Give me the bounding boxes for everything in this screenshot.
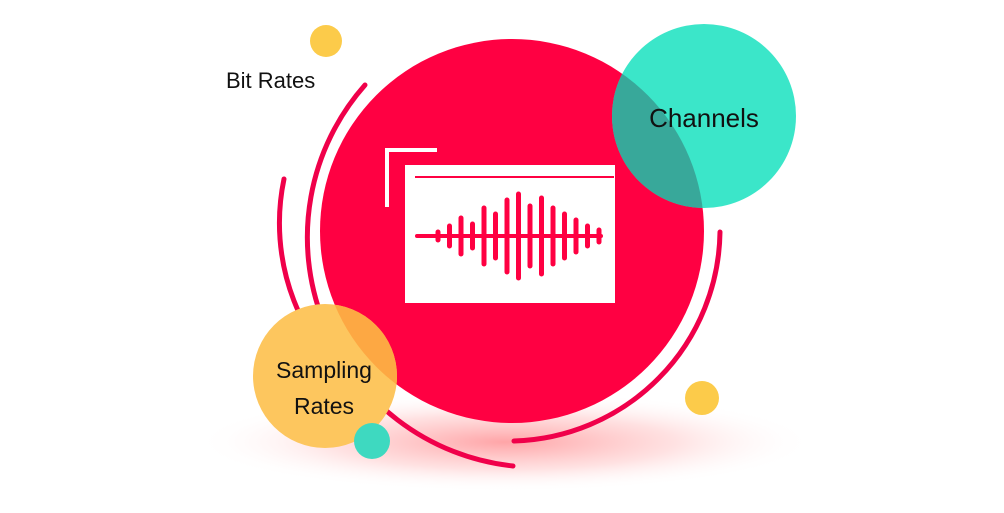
sampling-label-line1: Sampling — [276, 357, 372, 383]
bit-rates-label: Bit Rates — [226, 68, 316, 93]
yellow-dot-right — [685, 381, 719, 415]
sampling-label-line2: Rates — [293, 393, 355, 419]
waveform-icon — [415, 191, 603, 281]
yellow-dot-top — [310, 25, 342, 57]
channels-label: Channels — [649, 103, 759, 133]
audio-waveform-window-icon — [385, 148, 615, 303]
orbit-arc-right — [511, 229, 723, 444]
window-back-frame — [385, 148, 437, 207]
sampling-rates-label: Sampling Rates — [254, 352, 394, 424]
teal-dot — [354, 423, 390, 459]
